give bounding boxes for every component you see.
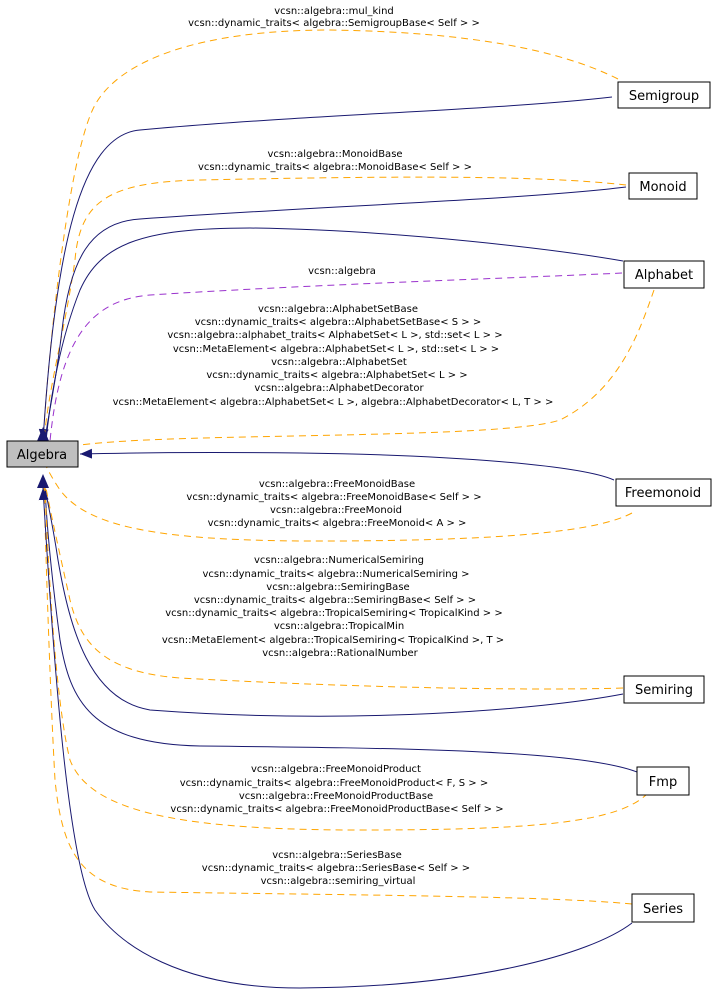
- label-line: vcsn::dynamic_traits< algebra::AlphabetS…: [195, 317, 481, 328]
- node-algebra-label: Algebra: [17, 448, 67, 463]
- node-freemonoid-label: Freemonoid: [625, 486, 701, 501]
- edge-inheritance-fmp: [44, 487, 638, 773]
- label-line: vcsn::dynamic_traits< algebra::FreeMonoi…: [208, 518, 467, 529]
- edge-label-alphabet-namespace: vcsn::algebra: [308, 266, 376, 277]
- label-line: vcsn::dynamic_traits< algebra::SemiringB…: [194, 595, 476, 606]
- edge-inheritance-freemonoid: [79, 448, 615, 481]
- node-semigroup[interactable]: Semigroup: [617, 81, 711, 109]
- label-line: vcsn::dynamic_traits< algebra::TropicalS…: [165, 608, 502, 619]
- edge-inheritance-alphabet: [45, 227, 624, 442]
- label-line: vcsn::algebra::NumericalSemiring: [254, 555, 424, 566]
- node-monoid-label: Monoid: [639, 180, 686, 195]
- edge-label-series: vcsn::algebra::SeriesBase vcsn::dynamic_…: [202, 850, 470, 887]
- edge-inheritance-semiring: [44, 487, 624, 717]
- edge-namespace-alphabet: [49, 272, 623, 442]
- node-alphabet-label: Alphabet: [635, 268, 693, 283]
- edge-usage-freemonoid: [45, 465, 633, 542]
- label-line: vcsn::algebra::AlphabetSetBase: [258, 304, 418, 315]
- label-line: vcsn::dynamic_traits< algebra::FreeMonoi…: [180, 778, 488, 789]
- edge-usage-semigroup: [42, 29, 619, 442]
- label-line: vcsn::algebra::AlphabetSet: [271, 357, 407, 368]
- edge-usage-series: [43, 487, 633, 905]
- node-algebra[interactable]: Algebra: [6, 440, 79, 468]
- arrowhead-algebra-top: [37, 427, 49, 441]
- edge-label-semigroup: vcsn::algebra::mul_kind vcsn::dynamic_tr…: [188, 6, 480, 29]
- label-line: vcsn::dynamic_traits< algebra::Numerical…: [203, 569, 470, 580]
- label-line: vcsn::algebra::FreeMonoid: [270, 505, 402, 516]
- label-line: vcsn::dynamic_traits< algebra::FreeMonoi…: [186, 492, 481, 503]
- label-line: vcsn::MetaElement< algebra::AlphabetSet<…: [113, 397, 554, 408]
- label-line: vcsn::algebra::SemiringBase: [266, 582, 409, 593]
- label-line: vcsn::algebra: [308, 266, 376, 277]
- label-line: vcsn::algebra::FreeMonoidProductBase: [239, 791, 433, 802]
- node-alphabet[interactable]: Alphabet: [623, 260, 705, 289]
- node-fmp-label: Fmp: [649, 775, 677, 790]
- label-line: vcsn::algebra::AlphabetDecorator: [254, 383, 424, 394]
- node-semigroup-label: Semigroup: [629, 89, 699, 104]
- edge-inheritance-semigroup: [38, 96, 613, 442]
- label-line: vcsn::dynamic_traits< algebra::MonoidBas…: [198, 162, 472, 173]
- node-monoid[interactable]: Monoid: [628, 172, 698, 200]
- node-fmp[interactable]: Fmp: [636, 766, 690, 796]
- edge-label-fmp: vcsn::algebra::FreeMonoidProduct vcsn::d…: [170, 764, 503, 815]
- label-line: vcsn::dynamic_traits< algebra::FreeMonoi…: [170, 804, 503, 815]
- label-line: vcsn::algebra::mul_kind: [274, 6, 394, 17]
- label-line: vcsn::algebra::TropicalMin: [274, 621, 404, 632]
- label-line: vcsn::algebra::MonoidBase: [267, 149, 402, 160]
- edge-label-semiring: vcsn::algebra::NumericalSemiring vcsn::d…: [162, 555, 504, 659]
- edge-usage-semiring: [45, 487, 624, 690]
- node-semiring[interactable]: Semiring: [623, 675, 705, 704]
- edge-usage-alphabet: [49, 289, 655, 453]
- node-freemonoid[interactable]: Freemonoid: [615, 478, 712, 507]
- label-line: vcsn::algebra::SeriesBase: [272, 850, 402, 861]
- label-line: vcsn::algebra::RationalNumber: [262, 648, 418, 659]
- label-line: vcsn::dynamic_traits< algebra::Semigroup…: [188, 18, 480, 29]
- arrowhead-algebra-bottom: [37, 474, 49, 488]
- edge-label-alphabet: vcsn::algebra::AlphabetSetBase vcsn::dyn…: [113, 304, 554, 408]
- label-line: vcsn::MetaElement< algebra::AlphabetSet<…: [173, 344, 499, 355]
- label-line: vcsn::algebra::semiring_virtual: [261, 876, 416, 887]
- node-series[interactable]: Series: [631, 893, 695, 923]
- label-line: vcsn::dynamic_traits< algebra::SeriesBas…: [202, 863, 470, 874]
- node-series-label: Series: [643, 902, 683, 917]
- label-line: vcsn::dynamic_traits< algebra::AlphabetS…: [206, 370, 467, 381]
- edge-inheritance-series: [38, 487, 633, 989]
- label-line: vcsn::algebra::alphabet_traits< Alphabet…: [167, 330, 502, 341]
- edge-label-freemonoid: vcsn::algebra::FreeMonoidBase vcsn::dyna…: [186, 479, 481, 529]
- label-line: vcsn::MetaElement< algebra::TropicalSemi…: [162, 635, 504, 646]
- label-line: vcsn::algebra::FreeMonoidProduct: [251, 764, 421, 775]
- node-semiring-label: Semiring: [635, 683, 693, 698]
- label-line: vcsn::algebra::FreeMonoidBase: [259, 479, 415, 490]
- edge-usage-fmp: [44, 487, 649, 831]
- edge-label-monoid: vcsn::algebra::MonoidBase vcsn::dynamic_…: [198, 149, 472, 173]
